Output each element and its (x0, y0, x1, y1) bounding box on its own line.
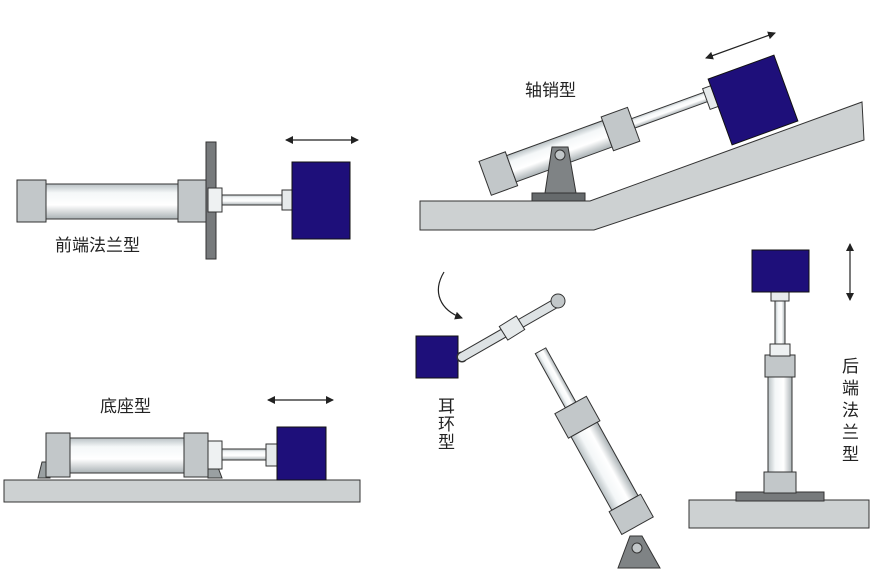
label-rear-flange-5: 型 (842, 445, 859, 465)
gland (207, 187, 223, 213)
cylinder-tube (45, 183, 179, 220)
gland (769, 343, 791, 357)
load-block (291, 161, 351, 240)
motion-arrow (705, 31, 776, 60)
lever-knob (550, 293, 566, 309)
inclined-base (419, 101, 865, 231)
label-pin: 轴销型 (525, 81, 576, 101)
pin-mount-assembly: 轴销型 (419, 31, 865, 231)
cylinder-tube (69, 437, 185, 474)
base-mount-assembly: 底座型 (3, 396, 361, 503)
label-front-flange: 前端法兰型 (55, 236, 140, 256)
rear-flange-assembly: 后 端 法 兰 型 (688, 243, 870, 529)
ear-ring-cylinder (534, 347, 654, 536)
lever-joint (498, 315, 526, 341)
cylinder-end-cap (763, 471, 797, 494)
piston-rod (774, 299, 786, 345)
label-ear-ring-3: 型 (438, 433, 455, 453)
cylinder-front-cap (764, 354, 796, 378)
label-ear-ring-1: 耳 (438, 397, 455, 417)
base-plate (688, 499, 870, 529)
cylinder-end-cap (16, 179, 47, 223)
load-block (707, 54, 799, 146)
label-rear-flange-3: 法 (842, 401, 859, 421)
cylinder-end-cap (45, 432, 71, 478)
label-ear-ring-2: 环 (438, 415, 455, 435)
piston-rod (221, 448, 269, 461)
label-rear-flange-1: 后 (842, 357, 859, 377)
rotation-arrow (437, 271, 463, 320)
label-rear-flange-2: 端 (842, 379, 859, 399)
base-plate (3, 479, 361, 503)
ear-ring-assembly: 耳 环 型 (415, 271, 661, 569)
label-rear-flange-4: 兰 (842, 423, 859, 443)
pivot-pin (554, 149, 566, 161)
cylinder-front-cap (183, 432, 209, 478)
rod-end (265, 443, 278, 467)
front-flange-assembly: 前端法兰型 (16, 136, 359, 260)
cylinder-front-cap (177, 179, 207, 223)
cylinder-tube (767, 376, 793, 473)
load-block (276, 426, 327, 481)
pin-bracket-base (531, 192, 586, 202)
gland (207, 440, 223, 470)
load-block (751, 249, 810, 293)
load-block (415, 335, 459, 379)
piston-rod (221, 194, 285, 206)
label-base: 底座型 (100, 397, 151, 417)
ear-ring-pivot (631, 542, 643, 554)
